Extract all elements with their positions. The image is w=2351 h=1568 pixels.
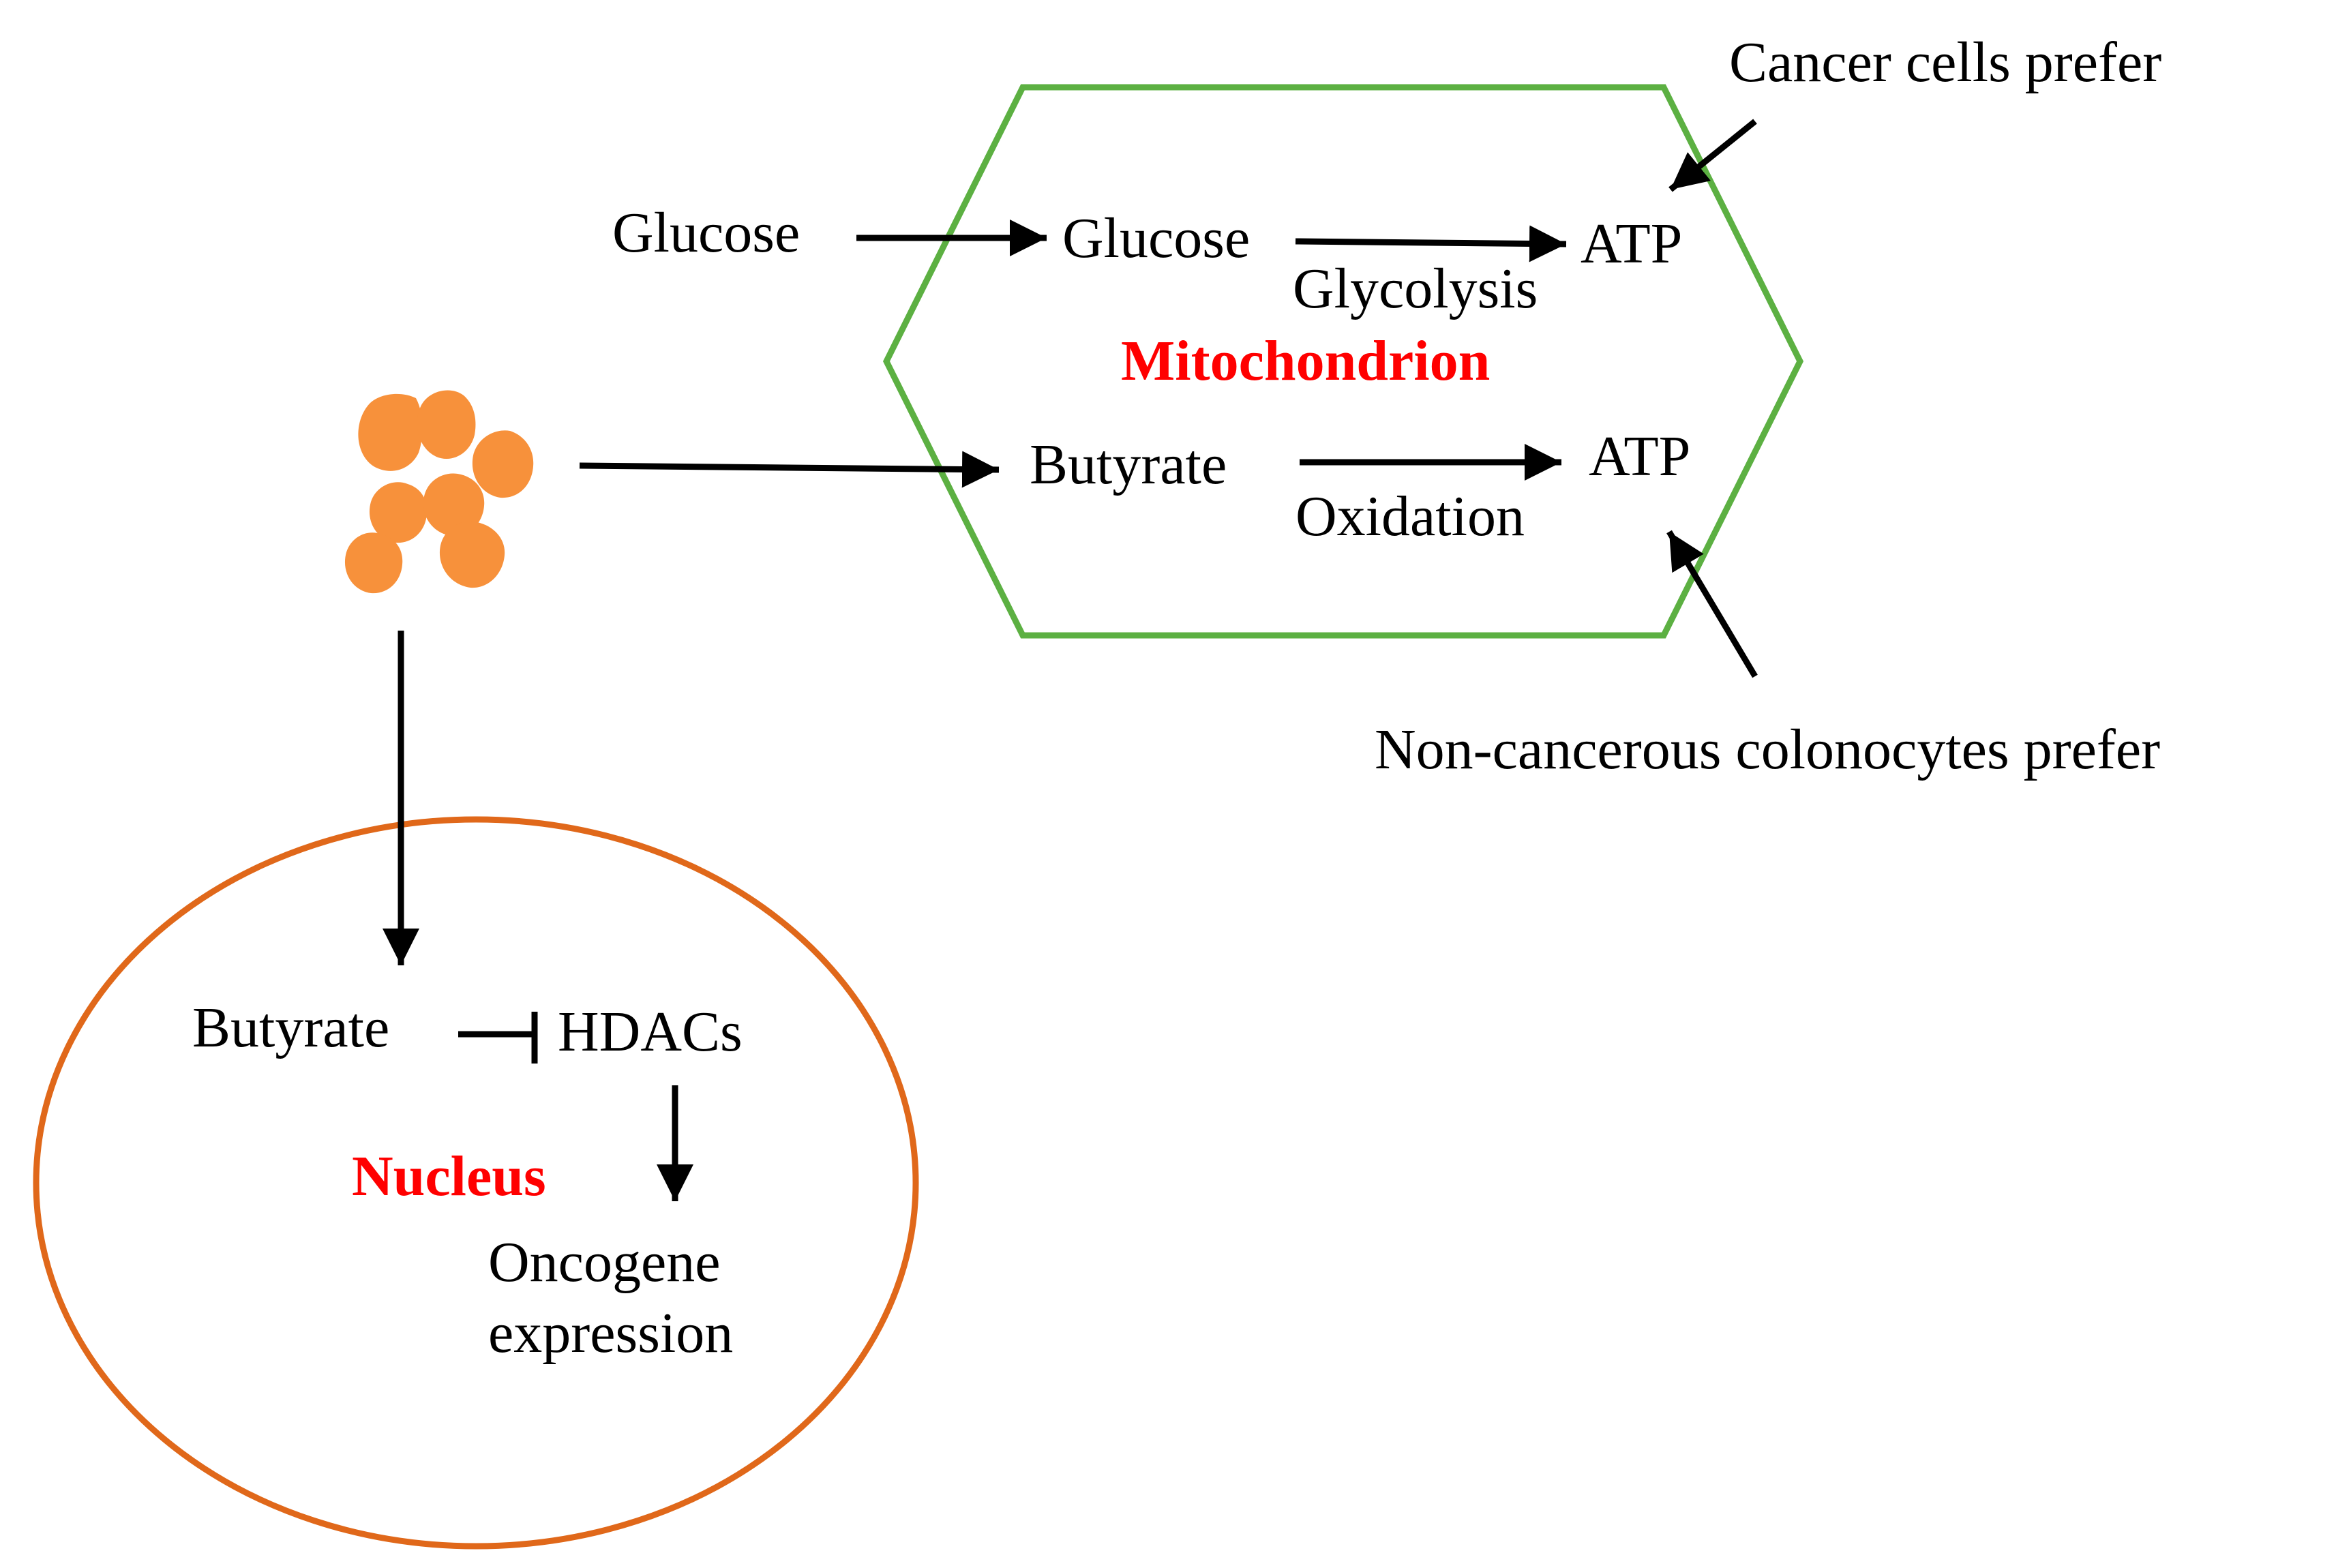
glycolysis-label: Glycolysis bbox=[1293, 257, 1538, 320]
arrow-glycolysis bbox=[1295, 225, 1567, 262]
mito-glucose-label: Glucose bbox=[1062, 207, 1251, 270]
external-glucose-label: Glucose bbox=[612, 201, 800, 265]
nucleus-butyrate-label: Butyrate bbox=[192, 996, 390, 1059]
oncogene-label-line2: expression bbox=[488, 1301, 734, 1365]
mitochondrion-outline bbox=[882, 84, 1804, 639]
noncancer-pref-label: Non-cancerous colonocytes prefer bbox=[1375, 718, 2161, 781]
arrow-noncancer-pref bbox=[1666, 530, 1758, 678]
mito-butyrate-label: Butyrate bbox=[1030, 433, 1227, 496]
arrow-butyrate-into-mito bbox=[579, 451, 1000, 488]
cancer-pref-label: Cancer cells prefer bbox=[1729, 31, 2162, 94]
hdacs-label: HDACs bbox=[558, 1000, 743, 1064]
nucleus-outline bbox=[33, 816, 919, 1550]
inhibition-butyrate-hdacs bbox=[458, 1012, 538, 1064]
butyrate-particles-icon bbox=[344, 390, 534, 594]
oncogene-label-line1: Oncogene bbox=[488, 1231, 721, 1294]
arrow-cancer-pref bbox=[1668, 119, 1757, 192]
mitochondrion-label: Mitochondrion bbox=[1121, 329, 1491, 393]
oxidation-label: Oxidation bbox=[1296, 485, 1525, 548]
nucleus-label: Nucleus bbox=[352, 1145, 546, 1208]
atp-bottom-label: ATP bbox=[1589, 425, 1691, 488]
atp-top-label: ATP bbox=[1581, 212, 1683, 275]
